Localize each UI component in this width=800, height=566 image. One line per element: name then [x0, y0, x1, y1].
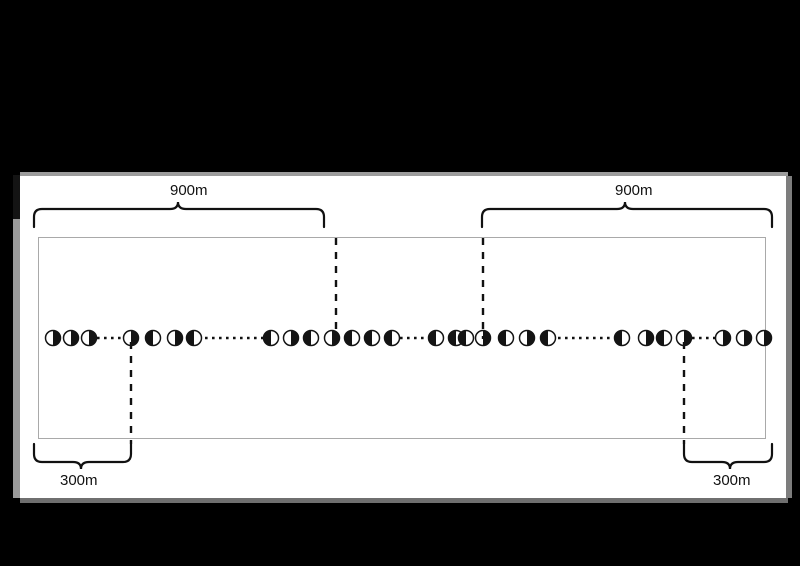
marker-filled-half [291, 330, 299, 346]
guide-lines [129, 238, 686, 444]
marker-outline [363, 329, 381, 347]
marker-outline [735, 329, 753, 347]
marker-outline [122, 329, 140, 347]
marker-filled-half [131, 330, 139, 346]
marker-filled-half [89, 330, 97, 346]
marker-filled-half [303, 330, 311, 346]
marker-filled-half [344, 330, 352, 346]
right-edge-gray-strip [786, 176, 792, 498]
marker-filled-half [684, 330, 692, 346]
marker-half-circle-icon [457, 329, 475, 347]
marker-filled-half [186, 330, 194, 346]
marker-half-circle-icon [363, 329, 381, 347]
marker-filled-half [764, 330, 772, 346]
marker-half-circle-icon [122, 329, 140, 347]
marker-outline [302, 329, 320, 347]
marker-outline [675, 329, 693, 347]
marker-filled-half [71, 330, 79, 346]
marker-filled-half [646, 330, 654, 346]
marker-outline [80, 329, 98, 347]
left-edge-dark-strip [13, 175, 20, 219]
marker-half-circle-icon [427, 329, 445, 347]
marker-filled-half [332, 330, 340, 346]
marker-outline [637, 329, 655, 347]
marker-half-circle-icon [655, 329, 673, 347]
dimension-label-left-end: 300m [60, 472, 98, 489]
brace-right-span [480, 201, 774, 229]
marker-filled-half [498, 330, 506, 346]
marker-half-circle-icon [166, 329, 184, 347]
dimension-label-left-span: 900m [170, 182, 208, 199]
figure-page: 900m 900m 300m 300m [20, 176, 786, 498]
marker-half-circle-icon [675, 329, 693, 347]
marker-half-circle-icon [282, 329, 300, 347]
marker-filled-half [458, 330, 466, 346]
marker-half-circle-icon [474, 329, 492, 347]
marker-half-circle-icon [539, 329, 557, 347]
marker-outline [427, 329, 445, 347]
marker-filled-half [614, 330, 622, 346]
marker-outline [282, 329, 300, 347]
marker-half-circle-icon [735, 329, 753, 347]
marker-filled-half [540, 330, 548, 346]
marker-outline [755, 329, 773, 347]
marker-half-circle-icon [497, 329, 515, 347]
marker-half-circle-icon [80, 329, 98, 347]
marker-outline [474, 329, 492, 347]
marker-outline [714, 329, 732, 347]
left-edge-gray-strip [13, 219, 20, 498]
marker-half-circle-icon [343, 329, 361, 347]
dimension-label-right-end: 300m [713, 472, 751, 489]
marker-filled-half [483, 330, 491, 346]
marker-outline [185, 329, 203, 347]
marker-half-circle-icon [62, 329, 80, 347]
marker-outline [262, 329, 280, 347]
marker-outline [539, 329, 557, 347]
marker-filled-half [527, 330, 535, 346]
marker-half-circle-icon [323, 329, 341, 347]
marker-filled-half [175, 330, 183, 346]
marker-row [44, 329, 773, 347]
marker-filled-half [145, 330, 153, 346]
brace-left-span [32, 201, 326, 229]
brace-right-end [682, 442, 774, 470]
marker-outline [613, 329, 631, 347]
marker-half-circle-icon [383, 329, 401, 347]
dimension-label-right-span: 900m [615, 182, 653, 199]
marker-outline [518, 329, 536, 347]
marker-filled-half [364, 330, 372, 346]
marker-half-circle-icon [144, 329, 162, 347]
marker-filled-half [656, 330, 664, 346]
bottom-edge-gray-strip [20, 498, 788, 503]
marker-outline [343, 329, 361, 347]
marker-outline [497, 329, 515, 347]
marker-half-circle-icon [714, 329, 732, 347]
marker-half-circle-icon [518, 329, 536, 347]
marker-outline [655, 329, 673, 347]
marker-filled-half [428, 330, 436, 346]
marker-filled-half [263, 330, 271, 346]
marker-filled-half [448, 330, 456, 346]
marker-outline [166, 329, 184, 347]
marker-outline [323, 329, 341, 347]
marker-outline [62, 329, 80, 347]
marker-filled-half [53, 330, 61, 346]
brace-left-end [32, 442, 133, 470]
marker-outline [44, 329, 62, 347]
marker-filled-half [744, 330, 752, 346]
marker-outline [383, 329, 401, 347]
marker-half-circle-icon [262, 329, 280, 347]
diagram-overlay [32, 201, 774, 470]
marker-half-circle-icon [302, 329, 320, 347]
marker-outline [144, 329, 162, 347]
marker-half-circle-icon [637, 329, 655, 347]
marker-half-circle-icon [755, 329, 773, 347]
marker-half-circle-icon [44, 329, 62, 347]
marker-half-circle-icon [613, 329, 631, 347]
marker-filled-half [384, 330, 392, 346]
marker-half-circle-icon [185, 329, 203, 347]
marker-filled-half [723, 330, 731, 346]
marker-outline [457, 329, 475, 347]
top-edge-gray-strip [20, 172, 788, 176]
